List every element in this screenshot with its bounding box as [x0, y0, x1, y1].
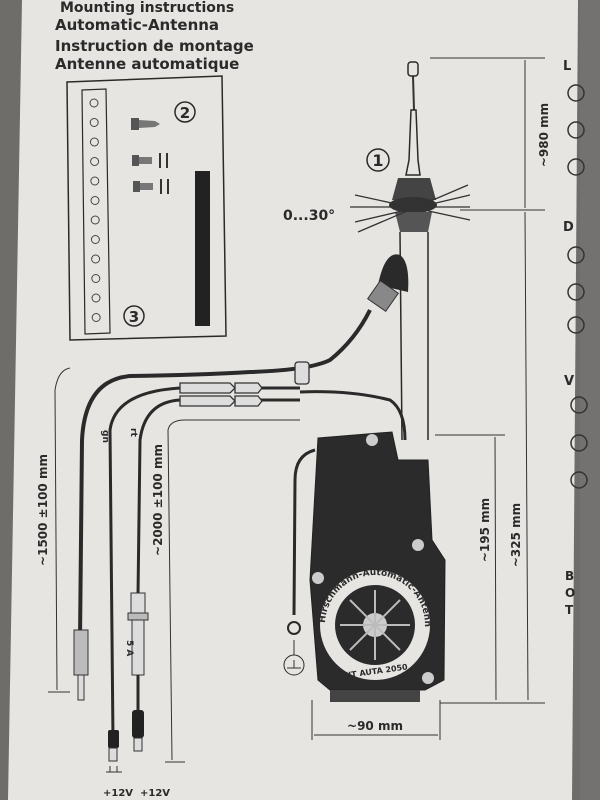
ground-lead [283, 448, 316, 676]
title-block: Mounting instructions Automatic-Antenna … [55, 0, 254, 73]
strip-hole [90, 196, 100, 205]
dimension-mast-length: ~980 mm [537, 103, 551, 167]
screw-icon [422, 672, 434, 684]
parts-box: 2 3 [66, 75, 227, 341]
strip-hole [90, 157, 100, 166]
title-fr-1: Instruction de montage [55, 37, 254, 55]
switch-symbol-icon [106, 766, 122, 773]
circled-step-3 [570, 471, 588, 489]
circled-step-1 [567, 84, 585, 102]
voltage-label-1: +12V [103, 788, 133, 799]
screw-icon [312, 572, 324, 584]
screw-icon [366, 434, 378, 446]
section-letter: O [565, 586, 575, 600]
perforated-strip [81, 88, 111, 335]
part-number-1-label: 1 [372, 151, 383, 170]
dimension-antenna-cable: ~1500 ±100 mm [36, 454, 50, 566]
section-letter: L [563, 59, 571, 74]
part-number-3 [123, 305, 145, 327]
strip-hole [89, 118, 99, 127]
bolt-icon [132, 153, 168, 168]
wire-label-red: rt [128, 428, 138, 437]
strip-hole [90, 176, 100, 186]
bolt-icon [133, 179, 169, 194]
strip-hole [89, 137, 99, 147]
dimension-housing-width: ~90 mm [347, 719, 403, 733]
fuse-label: 5 A [124, 640, 134, 656]
fuse-holder [127, 592, 149, 752]
strip-hole [91, 254, 101, 264]
circled-step-1 [567, 246, 585, 264]
section-letter: V [564, 374, 574, 389]
screw-icon [412, 539, 424, 551]
title-en: Automatic-Antenna [55, 16, 219, 34]
title-fr-2: Antenne automatique [55, 55, 239, 73]
title-mounting: Mounting instructions [60, 0, 234, 16]
antenna-mast: 1 0...30° [283, 61, 471, 441]
strip-hole [90, 235, 100, 244]
terminal-green-tip [108, 747, 118, 762]
circled-step-1 [570, 396, 588, 414]
cables: gn rt 5 A +12V +12V [73, 361, 407, 799]
tilt-angle-lines [350, 184, 471, 233]
wire-label-green: gn [100, 430, 110, 443]
section-letter: T [565, 603, 574, 617]
section-letter: B [565, 569, 574, 583]
cable-plugs [179, 361, 310, 407]
dimension-housing-length: ~195 mm [478, 498, 492, 562]
strip-hole [89, 98, 99, 108]
background-right-edge [580, 0, 600, 800]
antenna-connector [249, 254, 409, 374]
circled-step-3 [567, 316, 585, 334]
strip-hole [91, 274, 101, 283]
part-number-2-label: 2 [180, 104, 190, 122]
part-number-1 [366, 148, 390, 172]
dimension-power-cable: ~2000 ±100 mm [151, 444, 165, 556]
antenna-plug [73, 629, 89, 701]
part-number-2 [174, 101, 196, 123]
circled-step-3 [567, 158, 585, 176]
strip-hole [91, 293, 101, 303]
dimension-lines [48, 57, 545, 763]
adhesive-strip [195, 171, 210, 326]
terminal-green [108, 730, 119, 748]
circled-step-2 [567, 121, 585, 139]
circled-step-2 [567, 283, 585, 301]
circled-step-2 [570, 434, 588, 452]
strip-holes [89, 98, 101, 322]
strip-hole [90, 215, 100, 225]
part-number-3-label: 3 [129, 308, 139, 326]
strip-hole [91, 313, 101, 322]
voltage-label-2: +12V [140, 788, 170, 799]
dimension-total-length: ~325 mm [509, 503, 523, 567]
section-letter: D [563, 220, 574, 235]
tilt-angle-label: 0...30° [283, 208, 335, 224]
right-column-text: L D V B O T [563, 59, 588, 617]
screw-icon [131, 118, 160, 130]
